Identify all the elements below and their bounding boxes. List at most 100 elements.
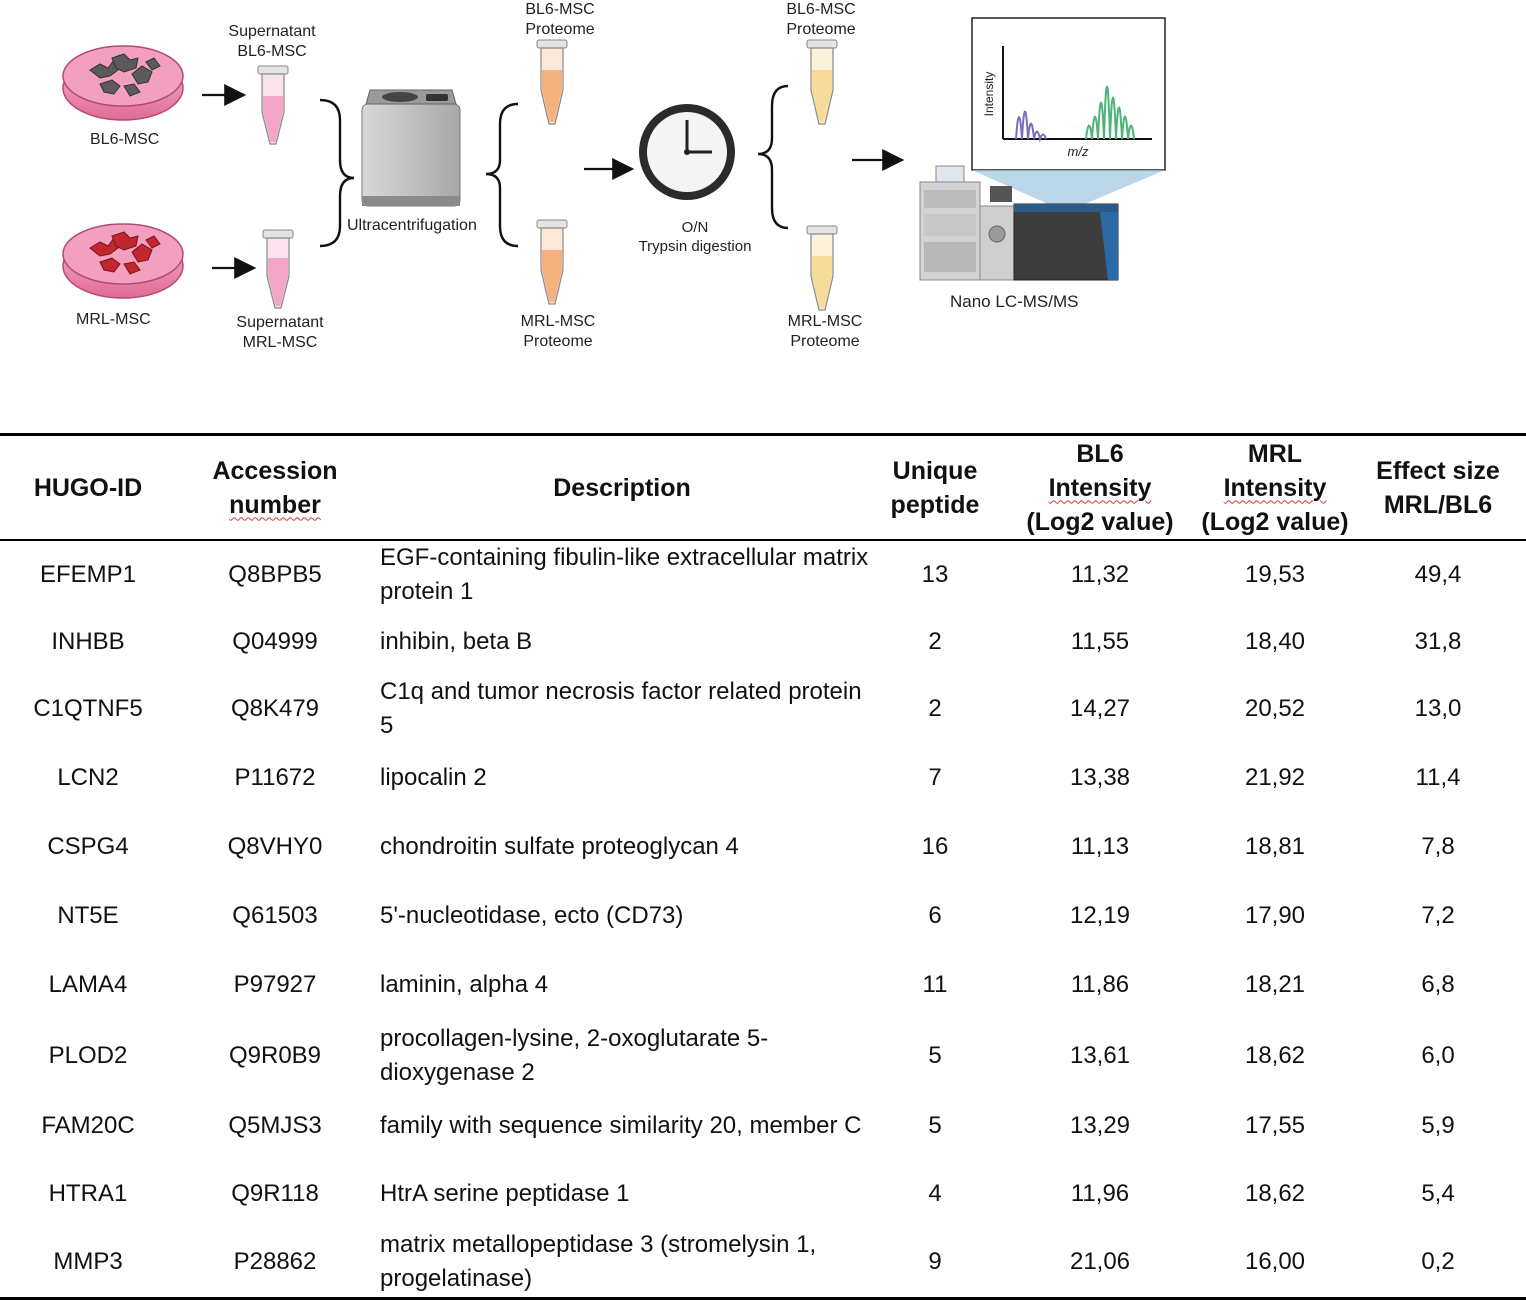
cell-hugo-id: C1QTNF5 [33, 695, 143, 722]
label-cells-mrl: MRL-MSC [76, 311, 151, 328]
peak-green [1085, 85, 1135, 140]
cell-mrl-intensity: 17,90 [1244, 902, 1306, 929]
cell-unique-peptide: 5 [928, 1042, 942, 1069]
cell-bl6-intensity: 11,96 [1070, 1180, 1130, 1207]
cell-accession: Q8VHY0 [227, 833, 323, 860]
clock-icon [639, 104, 735, 200]
cell-bl6-intensity: 11,32 [1070, 561, 1130, 588]
cell-bl6-intensity: 13,38 [1069, 764, 1131, 791]
cell-hugo-id: CSPG4 [47, 833, 129, 860]
cell-accession: Q8BPB5 [228, 561, 322, 588]
cell-hugo-id: MMP3 [0, 1228, 176, 1300]
table-row: CSPG4 Q8VHY0 chondroitin sulfate proteogly… [0, 812, 1526, 882]
table-row: FAM20C Q5MJS3 family with sequence similar… [0, 1092, 1526, 1160]
tube-proteome2-mrl [806, 225, 838, 311]
cell-accession: Q61503 [232, 902, 318, 929]
cell-hugo-id: FAM20C [41, 1112, 135, 1139]
cell-bl6-intensity: 11,13 [1070, 833, 1130, 860]
cell-unique-peptide: 6 [928, 902, 942, 929]
cell-effect-size: 5,4 [1421, 1180, 1455, 1207]
cell-unique-peptide: 2 [928, 695, 942, 722]
label-proteome1-bl6: BL6-MSC Proteome [512, 0, 608, 40]
cell-accession: Q9R118 [231, 1180, 319, 1207]
cell-effect-size: 5,9 [1421, 1112, 1455, 1139]
cell-accession: P97927 [233, 971, 317, 998]
cell-description: family with sequence similarity 20, memb… [380, 1112, 862, 1139]
cell-accession: Q5MJS3 [228, 1112, 322, 1139]
cell-effect-size: 0,2 [1350, 1228, 1526, 1300]
label-proteome2-mrl-line1: MRL-MSC [787, 313, 863, 330]
label-proteome2-bl6-line2: Proteome [786, 21, 856, 38]
label-supernatant-mrl-line1: Supernatant [236, 314, 324, 331]
cell-unique-peptide: 4 [928, 1180, 942, 1207]
cell-effect-size: 31,8 [1414, 627, 1462, 655]
cell-hugo-id: EFEMP1 [39, 561, 137, 588]
label-instrument: Nano LC-MS/MS [950, 292, 1079, 311]
cell-accession: Q9R0B9 [228, 1042, 322, 1069]
cell-mrl-intensity: 18,62 [1244, 1042, 1306, 1069]
label-proteome2-bl6: BL6-MSC Proteome [773, 0, 869, 40]
cell-unique-peptide: 7 [928, 764, 942, 791]
lc-ms-instrument-icon [919, 165, 1119, 281]
cell-mrl-intensity: 16,00 [1200, 1228, 1350, 1300]
workflow-diagram: Intensity m/z BL6-MSC MRL-MSC Supernatan… [0, 0, 1526, 400]
tube-proteome2-bl6 [806, 39, 838, 125]
cell-hugo-id: LCN2 [57, 764, 119, 791]
cell-effect-size: 6,0 [1421, 1042, 1455, 1069]
label-supernatant-bl6-line1: Supernatant [228, 23, 316, 40]
cell-unique-peptide: 9 [870, 1228, 1000, 1300]
cell-effect-size: 49,4 [1414, 561, 1462, 588]
spectrum-xlabel: m/z [1068, 144, 1089, 159]
workflow-graphic: Intensity m/z [62, 17, 1166, 311]
cell-effect-size: 7,8 [1421, 833, 1455, 860]
cell-mrl-intensity: 18,81 [1244, 833, 1306, 860]
label-digestion-line1: O/N [681, 219, 709, 236]
cell-effect-size: 6,8 [1421, 971, 1455, 998]
label-supernatant-bl6-line2: BL6-MSC [237, 43, 307, 60]
cell-bl6-intensity: 11,55 [1070, 627, 1130, 655]
cell-bl6-intensity: 11,86 [1070, 971, 1130, 998]
label-digestion: O/N Trypsin digestion [630, 218, 760, 256]
cell-hugo-id: NT5E [57, 902, 119, 929]
cell-unique-peptide: 11 [922, 971, 948, 998]
brace-1 [319, 98, 355, 248]
table-row: PLOD2 Q9R0B9 procollagen-lysine, 2-oxoglut… [0, 1020, 1526, 1092]
cell-hugo-id: LAMA4 [48, 971, 128, 998]
cell-description: lipocalin 2 [380, 764, 487, 791]
label-proteome1-bl6-line2: Proteome [525, 21, 595, 38]
label-proteome1-mrl: MRL-MSC Proteome [510, 312, 606, 352]
cell-accession: P28862 [176, 1228, 374, 1300]
culture-dish-bl6 [62, 45, 184, 121]
label-proteome2-mrl-line2: Proteome [790, 333, 860, 350]
grey-cells [89, 53, 161, 97]
cell-bl6-intensity: 21,06 [1000, 1228, 1200, 1300]
tube-supernatant-mrl [262, 229, 294, 309]
label-proteome1-bl6-line1: BL6-MSC [525, 1, 595, 18]
peak-purple [1015, 110, 1047, 143]
cell-effect-size: 11,4 [1415, 764, 1461, 791]
tube-proteome1-bl6 [536, 39, 568, 125]
cell-description: procollagen-lysine, 2-oxoglutarate 5-dio… [380, 1025, 769, 1086]
cell-effect-size: 13,0 [1414, 695, 1462, 722]
cell-hugo-id: PLOD2 [48, 1042, 128, 1069]
cell-bl6-intensity: 13,29 [1069, 1112, 1131, 1139]
label-proteome1-mrl-line2: Proteome [523, 333, 593, 350]
cell-unique-peptide: 5 [928, 1112, 942, 1139]
cell-effect-size: 7,2 [1421, 902, 1455, 929]
cell-unique-peptide: 13 [921, 561, 949, 588]
cell-description: chondroitin sulfate proteoglycan 4 [380, 833, 739, 860]
brace-3 [757, 84, 789, 230]
cell-accession: Q8K479 [230, 695, 320, 722]
